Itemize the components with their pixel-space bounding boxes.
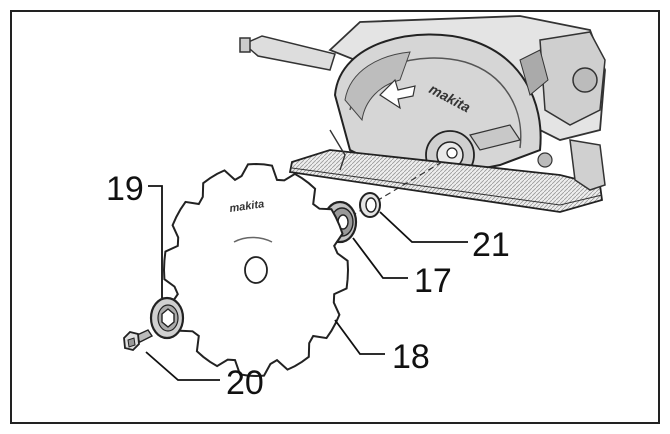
callout-21: 21 — [472, 226, 510, 264]
callout-19: 19 — [106, 170, 144, 208]
leader-17 — [352, 237, 408, 279]
leader-18 — [334, 319, 385, 355]
part-20-hex-bolt — [123, 329, 154, 351]
part-21-ring — [359, 192, 381, 218]
leader-19 — [148, 185, 163, 298]
circular-saw-body: makita — [239, 15, 606, 213]
callout-17: 17 — [414, 262, 452, 300]
callout-20: 20 — [226, 364, 264, 402]
brand-logo-blade: makita — [229, 198, 265, 215]
callout-leaders — [145, 185, 468, 381]
leader-20 — [145, 351, 220, 381]
part-18-saw-blade: makita — [162, 162, 350, 378]
callout-18: 18 — [392, 338, 430, 376]
leader-21 — [379, 211, 468, 243]
part-19-outer-flange — [149, 296, 185, 340]
